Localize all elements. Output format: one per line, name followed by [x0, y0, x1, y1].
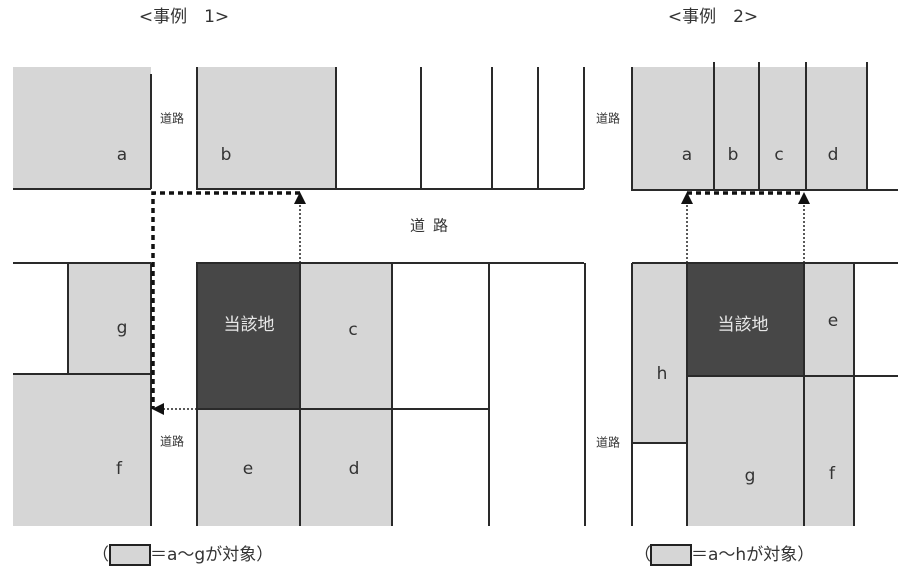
lot-lines	[631, 62, 898, 526]
parcel-d	[300, 409, 392, 526]
subject-lot	[196, 262, 301, 410]
road-label: 道路	[160, 434, 184, 449]
label-h: h	[657, 364, 668, 384]
legend: （ ＝a～gが対象）	[92, 544, 273, 566]
svg-text:＝a～hが対象）: ＝a～hが対象）	[691, 545, 814, 565]
parcels-a-d	[632, 67, 867, 190]
main-road-label: 道路	[410, 217, 456, 235]
label-f: f	[116, 459, 123, 479]
label-e: e	[243, 459, 253, 479]
legend: （ ＝a～hが対象）	[634, 544, 814, 566]
road-label: 道路	[596, 111, 620, 126]
subject-label: 当該地	[224, 315, 275, 335]
case-1: <事例 1> 道路 道路 道路 a b g 当該地 c f e d （	[13, 7, 586, 566]
label-a: a	[682, 145, 692, 165]
label-g: g	[117, 318, 128, 338]
parcel-b	[197, 67, 336, 189]
svg-text:（: （	[634, 545, 651, 565]
case-2: <事例 2> 道路 道路 a b c d 当該地 e h g f （ ＝a～hが…	[596, 7, 898, 566]
svg-text:＝a～gが対象）: ＝a～gが対象）	[150, 545, 273, 565]
parcel-e	[197, 409, 300, 526]
label-g: g	[745, 466, 756, 486]
dashed-boundary	[151, 191, 300, 409]
road-label: 道路	[596, 435, 620, 450]
label-b: b	[221, 145, 232, 165]
parcel-f	[13, 374, 151, 526]
subject-label: 当該地	[718, 315, 769, 335]
label-d: d	[828, 145, 839, 165]
label-e: e	[828, 311, 838, 331]
parcel-h	[632, 263, 687, 443]
parcel-c	[300, 263, 392, 409]
case-1-title: <事例 1>	[139, 7, 229, 27]
parcel-a	[13, 67, 151, 189]
parcel-g	[68, 263, 151, 374]
parcel-f	[804, 376, 854, 526]
label-c: c	[774, 145, 783, 165]
road-label: 道路	[160, 111, 184, 126]
label-c: c	[348, 320, 357, 340]
label-a: a	[117, 145, 127, 165]
parcel-g	[687, 376, 804, 526]
legend-swatch	[109, 544, 151, 566]
label-f: f	[829, 464, 836, 484]
subject-lot	[686, 262, 805, 377]
label-b: b	[728, 145, 739, 165]
label-d: d	[349, 459, 360, 479]
lot-lines	[13, 67, 586, 526]
parcel-e	[804, 263, 854, 376]
legend-swatch	[650, 544, 692, 566]
case-2-title: <事例 2>	[668, 7, 758, 27]
svg-text:（: （	[92, 545, 109, 565]
